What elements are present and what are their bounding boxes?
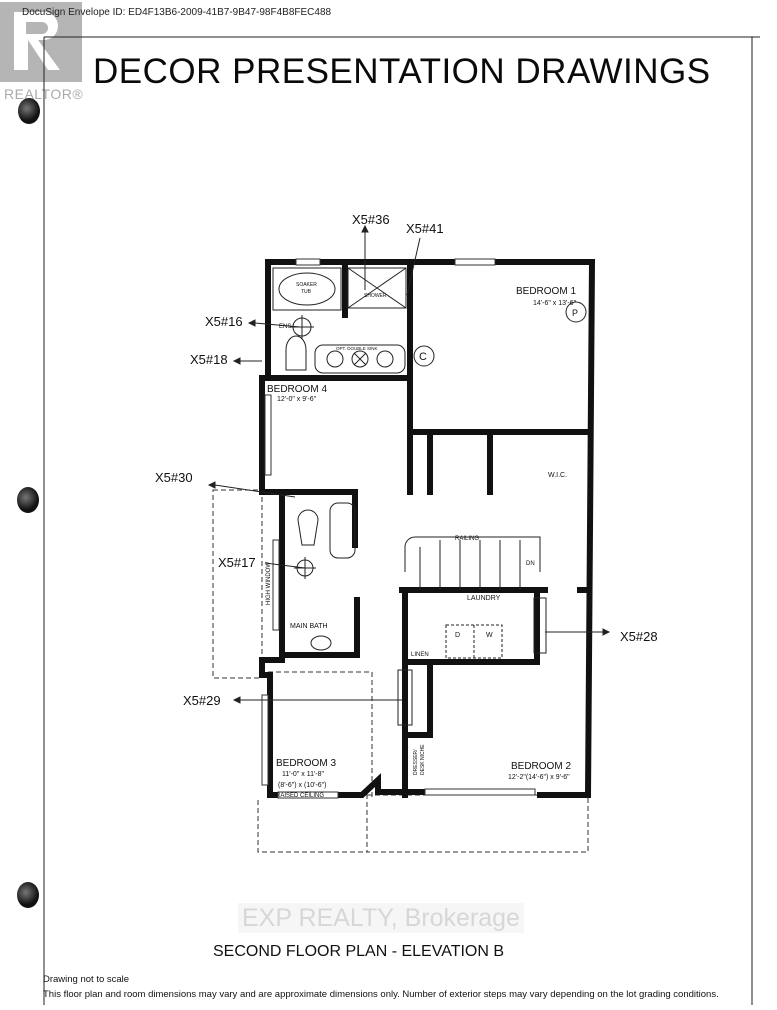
brokerage-watermark: EXP REALTY, Brokerage [238, 903, 524, 933]
high-window-label: HIGH WINDOW [266, 562, 272, 605]
realtor-logo [0, 2, 82, 82]
callout-x5-16: X5#16 [205, 314, 243, 329]
callout-arrows [207, 224, 611, 704]
page-frame [43, 36, 760, 1005]
binder-hole [17, 487, 39, 513]
bedroom4-dims: 12'-0" x 9'-6" [277, 396, 317, 403]
double-sink-label: OPT. DOUBLE SINK [336, 346, 378, 351]
bedroom1-dims: 14'-6" x 13'-6" [533, 300, 577, 307]
dn-label: DN [526, 561, 535, 567]
soaker-tub-label-2: TUB [301, 289, 312, 295]
desk-niche-label: DESK NICHE [420, 744, 426, 775]
callout-x5-17: X5#17 [218, 555, 256, 570]
bedroom3-dims: 11'-0" x 11'-8" [282, 771, 325, 778]
binder-hole [18, 98, 40, 124]
railing-label: RAILING [455, 536, 479, 542]
plan-caption: SECOND FLOOR PLAN - ELEVATION B [213, 943, 505, 960]
bedroom2-dims: 12'-2"(14'-6") x 9'-6" [508, 774, 570, 781]
laundry-label: LAUNDRY [467, 595, 501, 602]
scale-note: Drawing not to scale [43, 974, 130, 985]
callout-x5-30: X5#30 [155, 470, 193, 485]
disclaimer-note: This floor plan and room dimensions may … [43, 989, 719, 1000]
fixtures [272, 267, 587, 726]
callout-x5-28: X5#28 [620, 629, 658, 644]
symbol-c: C [419, 351, 427, 363]
dashed-outlines [212, 489, 589, 853]
shower-label: SHOWER [364, 293, 387, 299]
bedroom3-dims2: (8'-6") x (10'-6") [278, 782, 326, 789]
bedroom1-label: BEDROOM 1 [516, 286, 576, 297]
bedroom3-label: BEDROOM 3 [276, 758, 336, 769]
soaker-tub-label: SOAKER [296, 282, 317, 288]
dryer-label: D [455, 632, 460, 639]
ensuite-label: ENS [279, 324, 291, 330]
dresser-label: DRESSER/ [413, 749, 419, 775]
washer-label: W [486, 632, 493, 639]
windows [261, 258, 536, 799]
linen-label: LINEN [411, 652, 429, 658]
bedroom2-label: BEDROOM 2 [511, 761, 571, 772]
envelope-id: DocuSign Envelope ID: ED4F13B6-2009-41B7… [22, 7, 332, 18]
walls [259, 259, 596, 798]
main-bath-label: MAIN BATH [290, 623, 328, 630]
callout-x5-29: X5#29 [183, 693, 221, 708]
binder-hole [17, 882, 39, 908]
bedroom3-note: RAISED CEILING [276, 793, 324, 799]
callout-x5-36: X5#36 [352, 212, 390, 227]
page-title: DECOR PRESENTATION DRAWINGS [93, 52, 711, 91]
bedroom4-label: BEDROOM 4 [267, 384, 327, 395]
symbol-p: P [572, 308, 578, 318]
callout-x5-41: X5#41 [406, 221, 444, 236]
wic-label: W.I.C. [548, 472, 567, 479]
callout-x5-18: X5#18 [190, 352, 228, 367]
realtor-logo-text: REALTOR® [4, 86, 84, 102]
